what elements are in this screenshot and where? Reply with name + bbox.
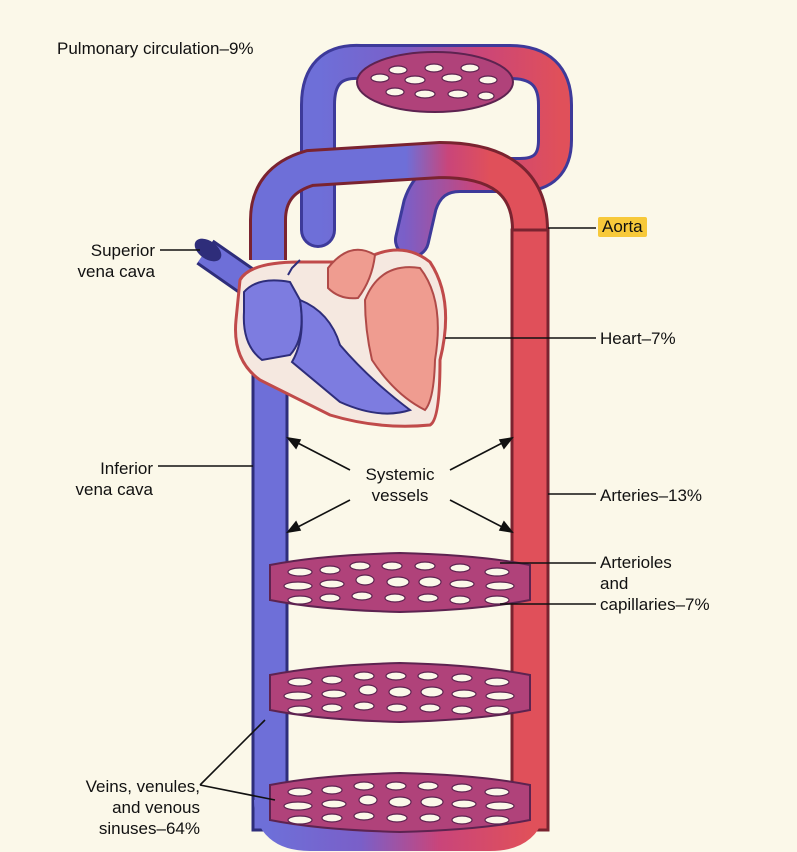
label-pulmonary-circulation: Pulmonary circulation–9% bbox=[57, 38, 254, 59]
label-systemic-vessels: Systemic vessels bbox=[345, 464, 455, 506]
arrowhead-upper-right bbox=[500, 438, 512, 448]
arrowhead-lower-left bbox=[288, 522, 300, 532]
capillary-bed-middle bbox=[270, 663, 530, 722]
label-arteries: Arteries–13% bbox=[600, 485, 702, 506]
pulmonary-capillary-bed bbox=[357, 52, 513, 112]
capillary-bed-lower bbox=[270, 773, 530, 832]
label-veins-venules-sinuses: Veins, venules, and venous sinuses–64% bbox=[40, 776, 200, 839]
label-superior-vena-cava: Superior vena cava bbox=[50, 240, 155, 282]
label-aorta: Aorta bbox=[598, 217, 647, 237]
label-heart: Heart–7% bbox=[600, 328, 676, 349]
arrowhead-lower-right bbox=[500, 522, 512, 532]
label-arterioles-capillaries: Arterioles and capillaries–7% bbox=[600, 552, 710, 615]
capillary-bed-upper bbox=[270, 553, 530, 612]
label-inferior-vena-cava: Inferior vena cava bbox=[50, 458, 153, 500]
arrowhead-upper-left bbox=[288, 438, 300, 448]
superior-vena-cava bbox=[191, 234, 248, 282]
